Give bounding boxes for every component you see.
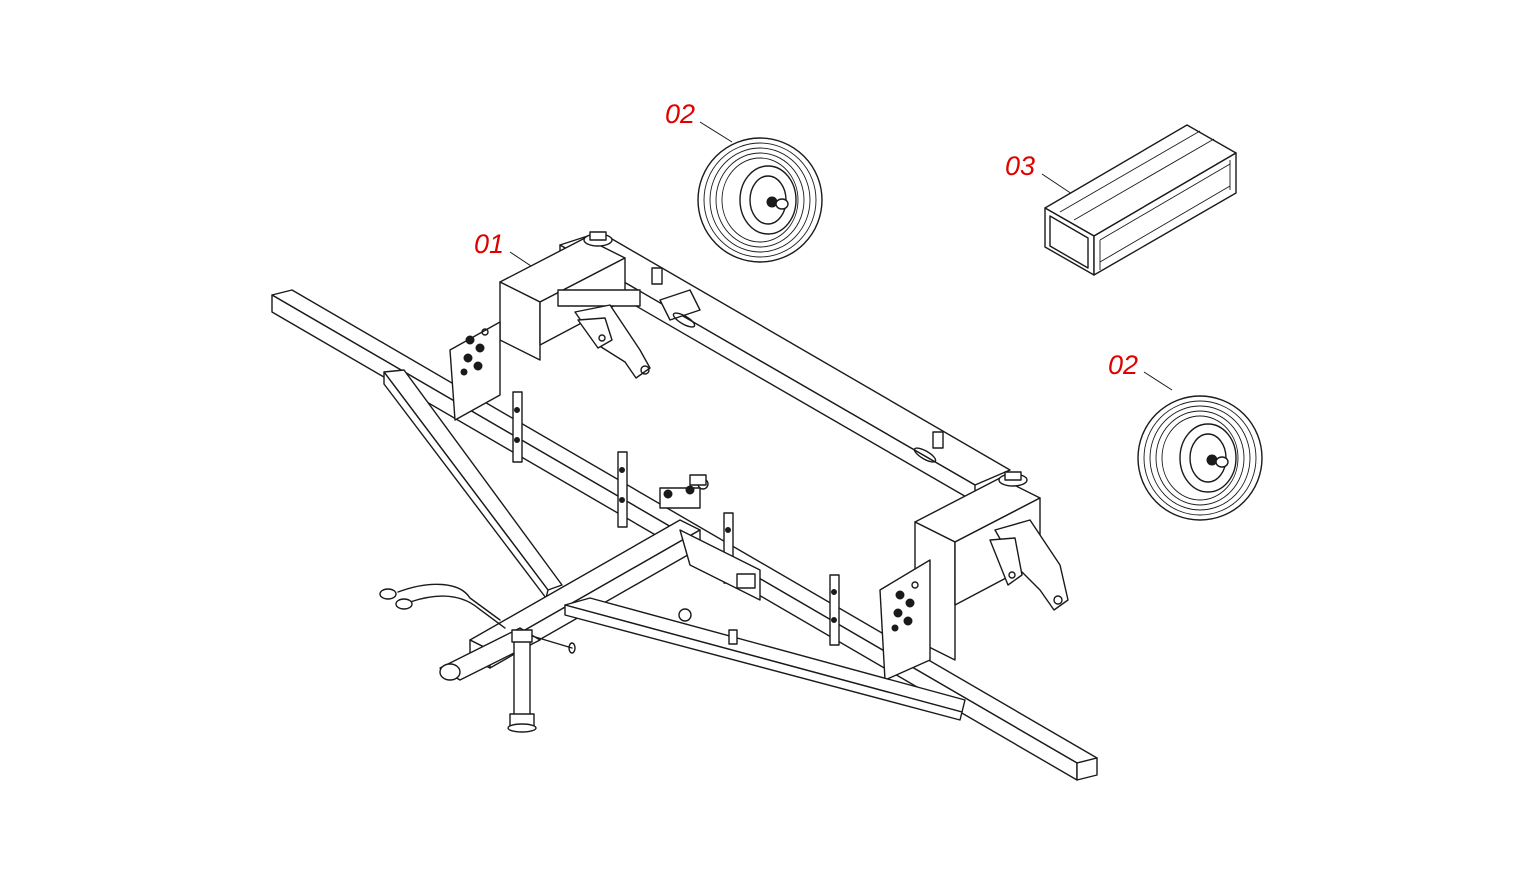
leader-02a bbox=[699, 121, 733, 143]
crate-part-03 bbox=[1044, 124, 1237, 276]
right-upright bbox=[879, 471, 1069, 681]
wheel-part-02a bbox=[697, 137, 823, 263]
drawbar-frame bbox=[469, 519, 966, 721]
hitch-assembly bbox=[379, 583, 576, 733]
left-brace bbox=[383, 369, 563, 599]
leader-02b bbox=[1143, 371, 1173, 391]
callout-02-top: 02 bbox=[665, 99, 696, 129]
callout-02-right: 02 bbox=[1108, 350, 1139, 380]
left-upright bbox=[449, 231, 651, 421]
hydraulic-valve bbox=[659, 474, 709, 509]
leader-03 bbox=[1041, 173, 1073, 195]
frame-part-01 bbox=[271, 231, 1098, 781]
callout-03: 03 bbox=[1005, 151, 1036, 181]
wheel-part-02b bbox=[1137, 395, 1263, 521]
callout-01: 01 bbox=[474, 229, 505, 259]
